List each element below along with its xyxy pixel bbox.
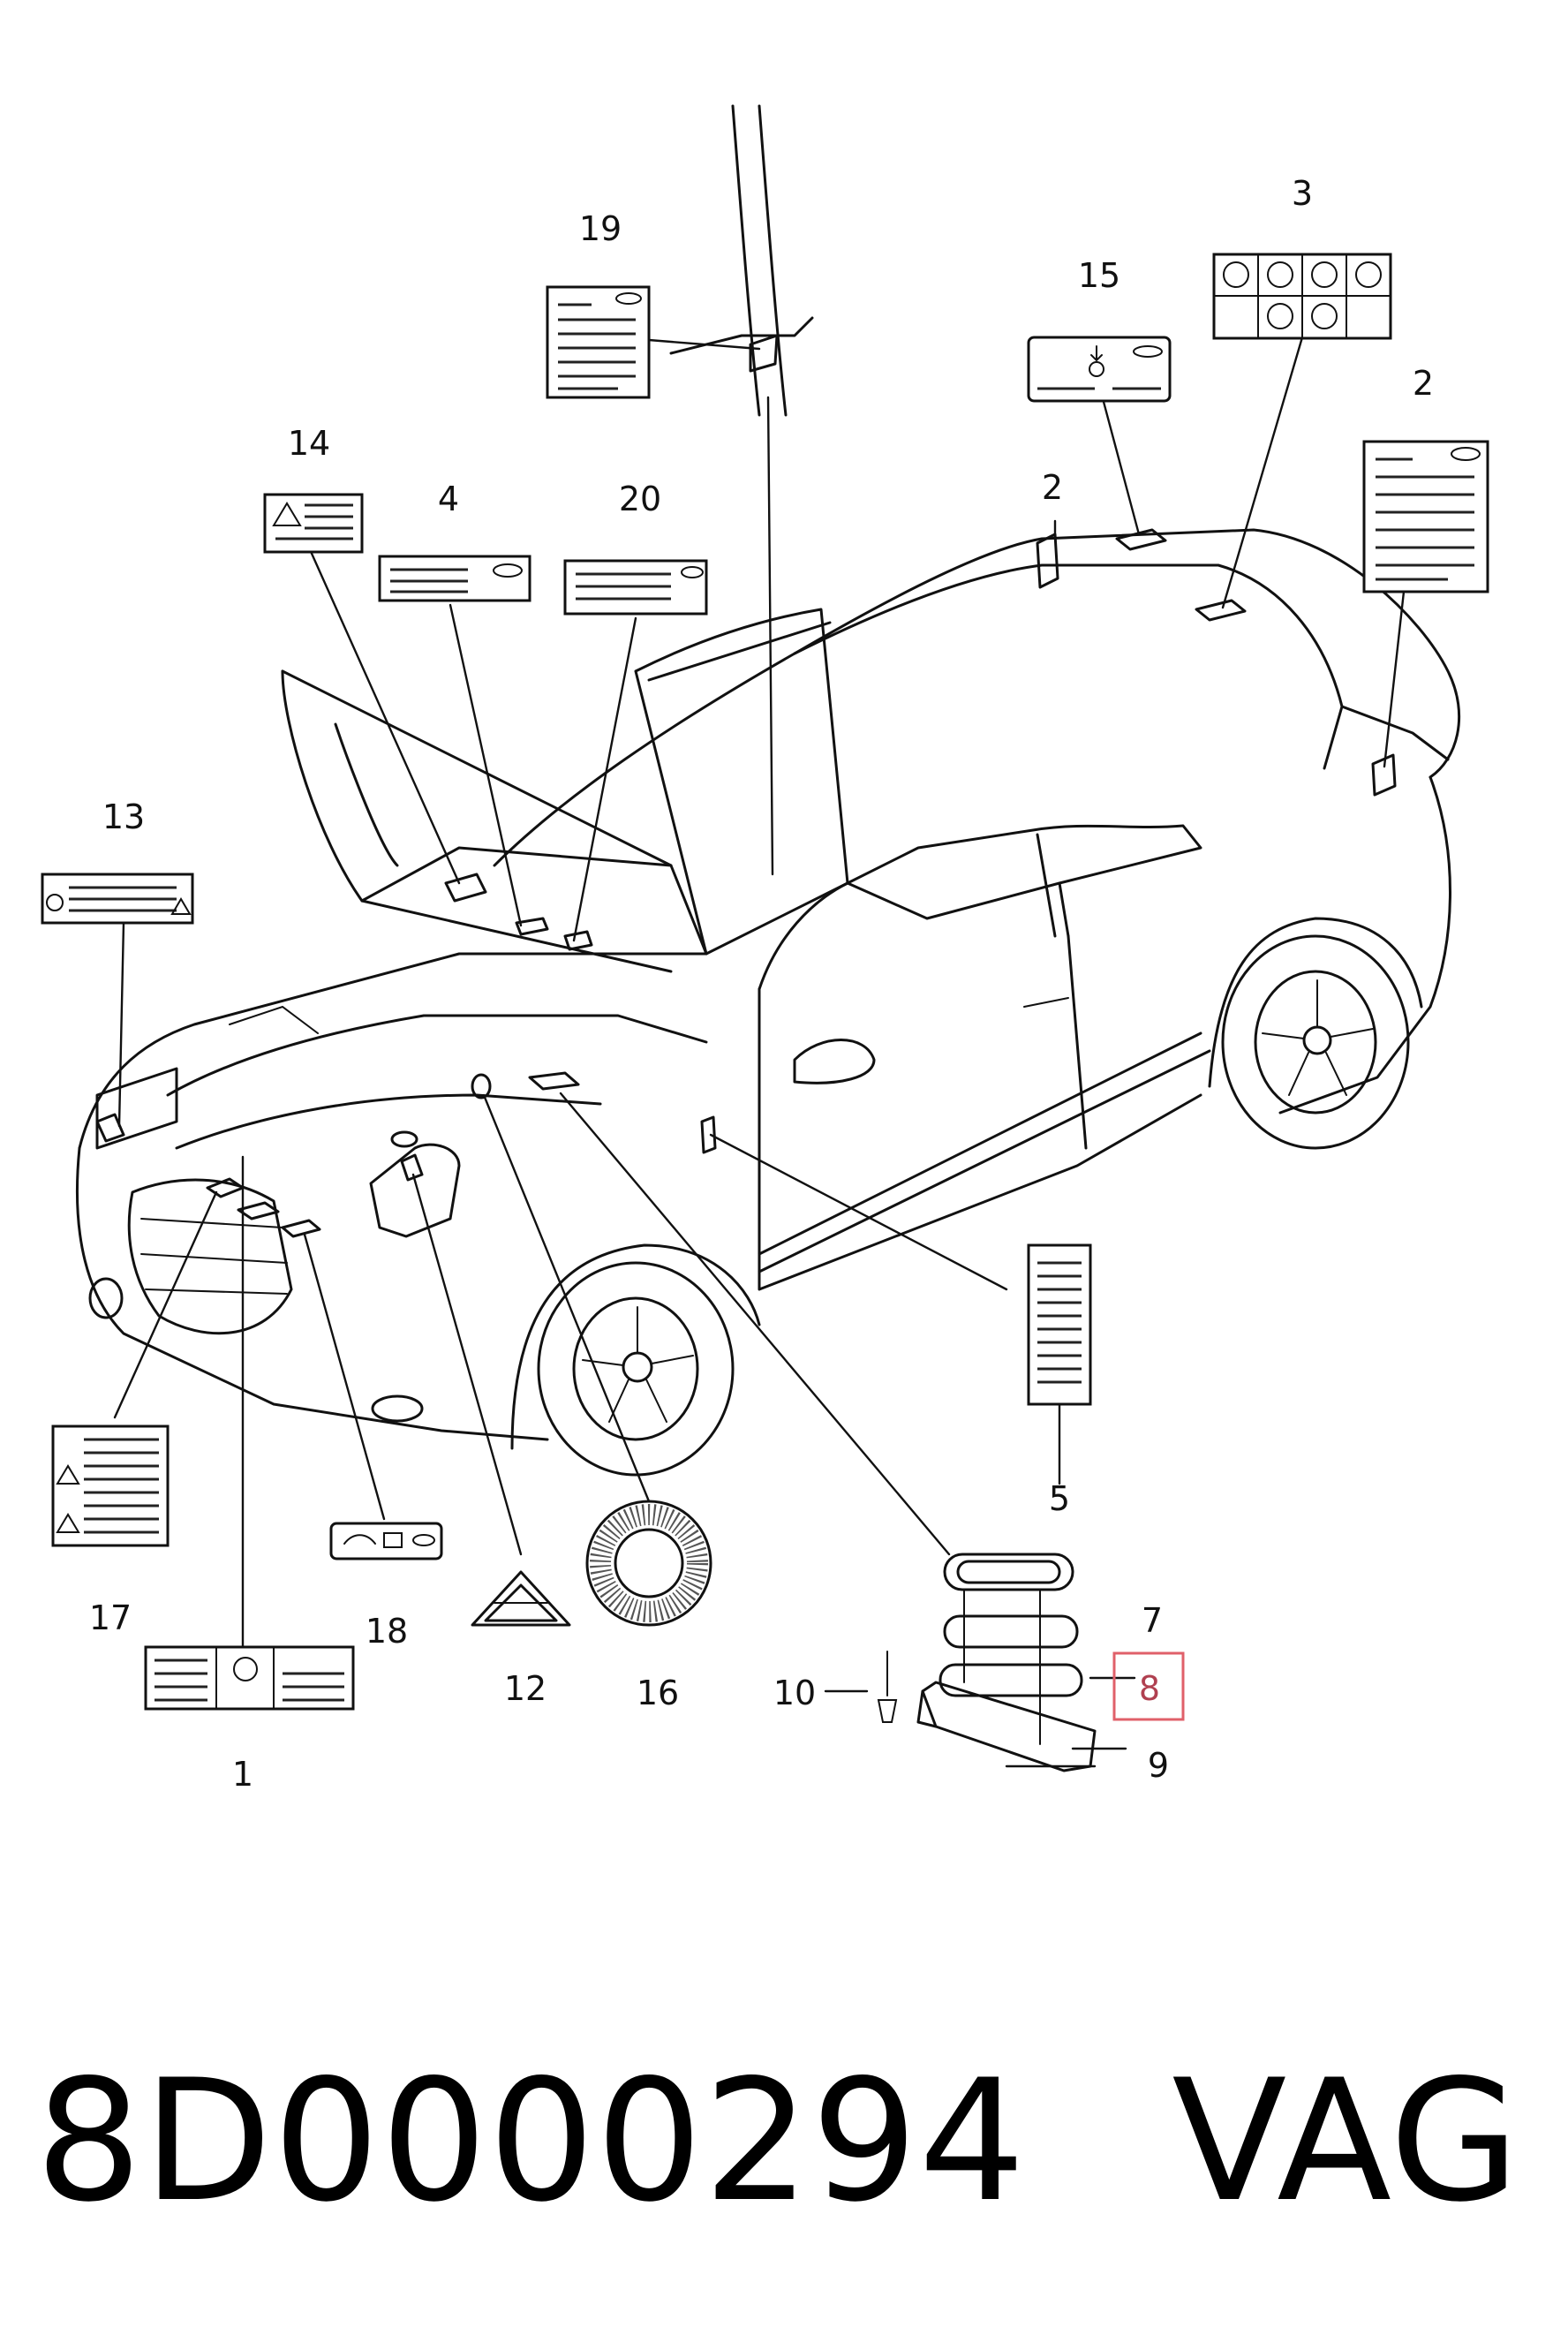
callout-5: 5 — [1049, 1479, 1070, 1518]
brand-name: VAG — [1172, 2044, 1521, 2239]
label-4-sticker — [378, 555, 531, 602]
label-14-sticker — [263, 493, 364, 554]
callout-10: 10 — [773, 1674, 816, 1712]
label-5-sticker — [1027, 1243, 1092, 1406]
part-number: 8D0000294 — [35, 2044, 1027, 2239]
label-1-sticker — [144, 1645, 355, 1711]
callout-18: 18 — [366, 1612, 408, 1651]
callout-13: 13 — [102, 797, 145, 836]
callout-20: 20 — [619, 480, 661, 518]
callout-1: 1 — [232, 1755, 253, 1794]
highlight-box — [1112, 1651, 1185, 1721]
callout-4: 4 — [438, 480, 459, 518]
callout-16: 16 — [637, 1674, 679, 1712]
leader-lines — [113, 336, 1406, 1768]
warning-triangle-icon — [471, 1570, 571, 1627]
callout-8: 8 — [1139, 1669, 1160, 1708]
label-18-sticker — [329, 1522, 443, 1560]
label-13-sticker — [41, 873, 194, 925]
callout-17: 17 — [89, 1598, 132, 1637]
label-2-sticker — [1362, 440, 1489, 593]
bracket-parts — [877, 1553, 1097, 1772]
callout-19: 19 — [579, 209, 622, 248]
callout-9: 9 — [1148, 1746, 1169, 1785]
label-15-sticker — [1027, 336, 1172, 403]
disk-label-icon — [585, 1500, 712, 1627]
label-19-sticker — [546, 285, 651, 399]
callout-8-highlight: 8 — [1112, 1651, 1185, 1721]
label-20-sticker — [563, 559, 708, 616]
callout-15: 15 — [1078, 256, 1120, 295]
car-label-markers — [95, 334, 1397, 1238]
callout-2: 2 — [1042, 468, 1063, 507]
callout-7: 7 — [1142, 1601, 1163, 1640]
label-3-sticker — [1212, 253, 1392, 340]
callout-2: 2 — [1413, 364, 1434, 403]
callout-3: 3 — [1292, 174, 1313, 213]
callout-numbers: 1 2 2 3 4 5 7 9 10 12 13 14 15 16 17 18 … — [89, 174, 1434, 1794]
callout-12: 12 — [504, 1669, 547, 1708]
label-17-sticker — [51, 1424, 170, 1547]
callout-14: 14 — [288, 424, 330, 463]
